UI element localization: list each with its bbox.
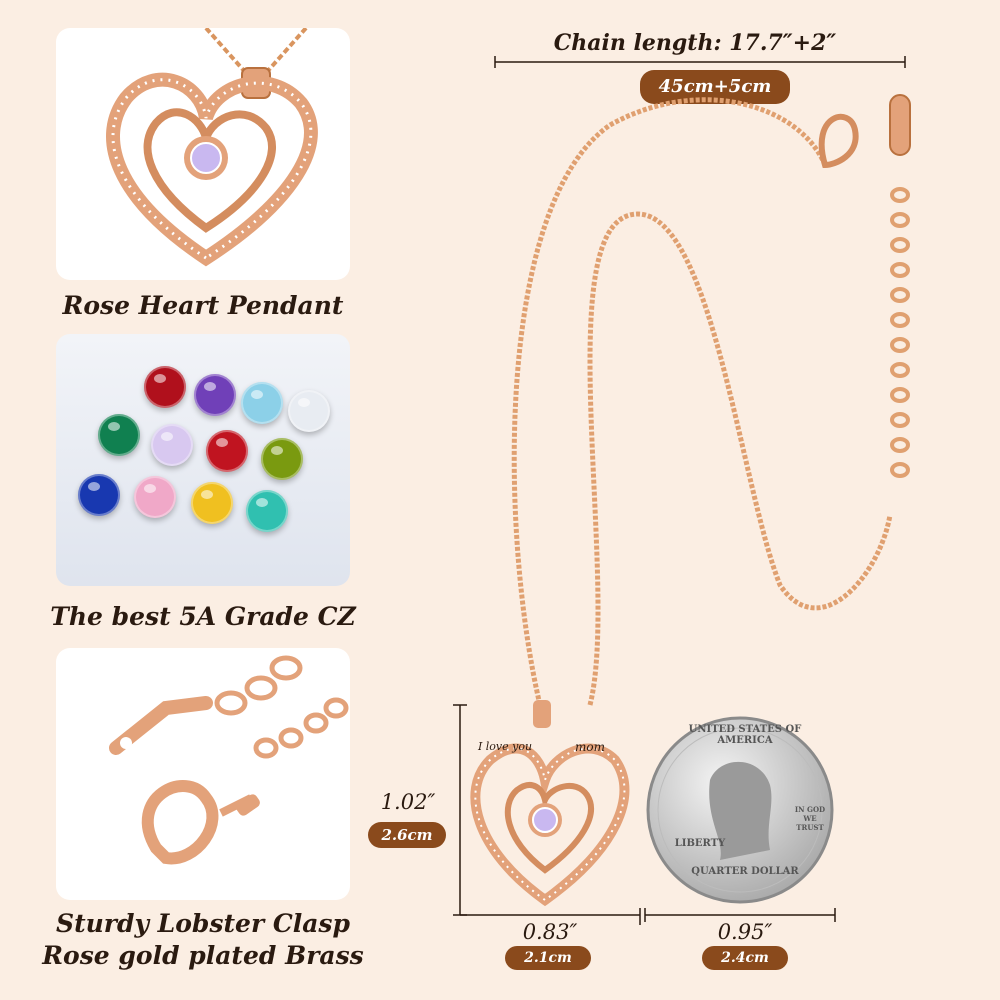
blue-zircon-gem <box>246 490 288 532</box>
lobster-clasp-icon <box>109 655 349 865</box>
ruby-gem <box>206 430 248 472</box>
emerald-gem <box>98 414 140 456</box>
pendant-width-inches: 0.83″ <box>522 920 578 944</box>
pink-tourmaline-gem <box>134 476 176 518</box>
pendant-height-cm-badge: 2.6cm <box>368 822 446 848</box>
coin-top-text: UNITED STATES OF AMERICA <box>688 724 802 746</box>
pendant-measured-illustration <box>453 700 641 925</box>
aquamarine-gem <box>241 382 283 424</box>
chain-length-label: Chain length: 17.7″+2″ <box>553 30 837 56</box>
pendant-width-cm-badge: 2.1cm <box>505 946 591 970</box>
pendant-height-inches: 1.02″ <box>380 790 436 814</box>
pendant-caption: Rose Heart Pendant <box>62 291 344 320</box>
coin-motto-text: IN GOD WE TRUST <box>794 805 826 832</box>
coin-bottom-text: QUARTER DOLLAR <box>691 866 799 877</box>
engraving-right-text: mom <box>575 740 605 754</box>
chain-length-arrow <box>494 56 906 68</box>
garnet-gem <box>144 366 186 408</box>
alexandrite-gem <box>151 424 193 466</box>
diamond-gem <box>288 390 330 432</box>
citrine-gem <box>191 482 233 524</box>
heart-pendant-icon <box>106 28 318 267</box>
quarter-coin-illustration <box>644 716 836 922</box>
coin-width-cm-badge: 2.4cm <box>702 946 788 970</box>
engraving-left-text: I love you <box>477 740 533 753</box>
necklace-chain-illustration <box>511 94 911 706</box>
peridot-gem <box>261 438 303 480</box>
amethyst-gem <box>194 374 236 416</box>
clasp-caption-line2: Rose gold plated Brass <box>42 941 364 970</box>
clasp-caption-line1: Sturdy Lobster Clasp <box>56 909 350 938</box>
sapphire-gem <box>78 474 120 516</box>
coin-left-text: LIBERTY <box>674 838 726 849</box>
clasp-closeup-image <box>56 648 350 900</box>
pendant-closeup-image <box>56 28 350 280</box>
cz-caption: The best 5A Grade CZ <box>50 602 356 631</box>
coin-width-inches: 0.95″ <box>717 920 773 944</box>
cz-gems-image <box>56 334 350 586</box>
extender-tag-icon <box>889 94 911 156</box>
